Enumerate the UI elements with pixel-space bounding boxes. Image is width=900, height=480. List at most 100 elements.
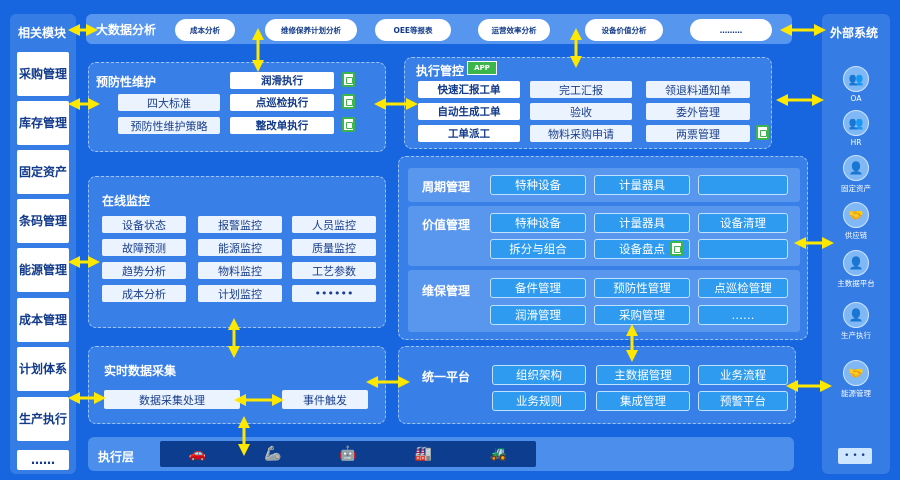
ext-fixed-assets[interactable]: 👤 固定资产	[835, 155, 877, 194]
preventive-strategy-button[interactable]: 预防性维护策略	[118, 117, 220, 134]
exec-title: 执行管控	[416, 64, 465, 78]
material-notice-button[interactable]: 领退料通知单	[646, 81, 750, 98]
mobile-app-icon	[342, 94, 355, 109]
monitor-energy-monitor[interactable]: 能源监控	[198, 239, 282, 256]
module-procurement[interactable]: 采购管理	[17, 52, 69, 96]
maint-patrol[interactable]: 点巡检管理	[698, 278, 788, 298]
maint-procurement[interactable]: 采购管理	[594, 305, 690, 325]
handshake-icon: 🤝	[843, 360, 869, 386]
cloud-oee-reports[interactable]: OEE等报表	[375, 19, 451, 41]
platform-panel	[398, 346, 796, 424]
preventive-title: 预防性维护	[96, 75, 157, 89]
monitor-device-status[interactable]: 设备状态	[102, 216, 186, 233]
platform-master-data[interactable]: 主数据管理	[596, 365, 690, 385]
material-purchase-button[interactable]: 物料采购申请	[530, 125, 632, 142]
monitor-plan-monitor[interactable]: 计划监控	[198, 285, 282, 302]
machine-icon: 🏭	[414, 446, 432, 462]
collect-panel	[88, 346, 386, 424]
cycle-empty-slot[interactable]	[698, 175, 788, 195]
app-badge: APP	[467, 61, 497, 75]
mobile-app-icon	[342, 117, 355, 132]
monitor-process-params[interactable]: 工艺参数	[292, 262, 376, 279]
module-planning[interactable]: 计划体系	[17, 347, 69, 391]
ext-fixed-assets-label: 固定资产	[841, 184, 871, 193]
event-trigger-button[interactable]: 事件触发	[282, 390, 368, 409]
four-standards-button[interactable]: 四大标准	[118, 94, 220, 111]
ext-master-data[interactable]: 👤主数据平台	[835, 250, 877, 289]
monitor-monitor-more[interactable]: ••••••	[292, 285, 376, 302]
ext-production[interactable]: 👤生产执行	[835, 302, 877, 341]
value-empty-slot[interactable]	[698, 239, 788, 259]
monitor-staff-monitor[interactable]: 人员监控	[292, 216, 376, 233]
ext-production-label: 生产执行	[841, 331, 871, 340]
car-icon: 🚗	[188, 446, 207, 462]
quick-report-order-button[interactable]: 快速汇报工单	[418, 81, 520, 98]
mobile-app-icon	[342, 72, 355, 87]
user-icon: 👤	[843, 155, 869, 181]
ext-more-button[interactable]: • • •	[838, 448, 872, 464]
cycle-metering[interactable]: 计量器具	[594, 175, 690, 195]
module-barcode[interactable]: 条码管理	[17, 199, 69, 243]
platform-integration[interactable]: 集成管理	[596, 391, 690, 411]
mobile-app-icon	[756, 125, 769, 140]
ext-hr-label: HR	[850, 138, 862, 147]
handshake-icon: 🤝	[843, 202, 869, 228]
lubrication-exec-button[interactable]: 润滑执行	[230, 72, 334, 89]
monitor-alarm-monitor[interactable]: 报警监控	[198, 216, 282, 233]
platform-rules[interactable]: 业务规则	[492, 391, 586, 411]
value-inventory-check[interactable]: 设备盘点	[594, 239, 690, 259]
cloud-asset-value[interactable]: 设备价值分析	[585, 19, 663, 41]
cloud-more[interactable]: ………	[690, 19, 772, 41]
module-cost[interactable]: 成本管理	[17, 298, 69, 342]
value-asset-cleanup[interactable]: 设备清理	[698, 213, 788, 233]
maint-lubrication[interactable]: 润滑管理	[490, 305, 586, 325]
completion-report-button[interactable]: 完工汇报	[530, 81, 632, 98]
bigdata-title: 大数据分析	[96, 23, 157, 37]
data-processing-button[interactable]: 数据采集处理	[104, 390, 240, 409]
ext-hr[interactable]: 👥HR	[835, 110, 877, 147]
robot-arm-icon: 🦾	[264, 446, 282, 462]
module-inventory[interactable]: 库存管理	[17, 101, 69, 145]
cloud-efficiency[interactable]: 运营效率分析	[478, 19, 550, 41]
module-energy[interactable]: 能源管理	[17, 248, 69, 292]
cloud-maintenance-plan[interactable]: 维修保养计划分析	[265, 19, 357, 41]
collect-title: 实时数据采集	[104, 364, 177, 378]
value-special-equipment[interactable]: 特种设备	[490, 213, 586, 233]
maint-preventive[interactable]: 预防性管理	[594, 278, 690, 298]
acceptance-button[interactable]: 验收	[530, 103, 632, 120]
value-split-combine[interactable]: 拆分与组合	[490, 239, 586, 259]
monitor-quality-monitor[interactable]: 质量监控	[292, 239, 376, 256]
module-fixed-assets[interactable]: 固定资产	[17, 150, 69, 194]
auto-order-button[interactable]: 自动生成工单	[418, 103, 520, 120]
monitor-cost-analysis[interactable]: 成本分析	[102, 285, 186, 302]
users-icon: 👥	[843, 66, 869, 92]
patrol-exec-button[interactable]: 点巡检执行	[230, 94, 334, 111]
value-title: 价值管理	[422, 218, 471, 232]
outsourcing-button[interactable]: 委外管理	[646, 103, 750, 120]
module-more[interactable]: ……	[17, 450, 69, 470]
monitor-material-monitor[interactable]: 物料监控	[198, 262, 282, 279]
value-metering[interactable]: 计量器具	[594, 213, 690, 233]
platform-org[interactable]: 组织架构	[492, 365, 586, 385]
maint-spare-parts[interactable]: 备件管理	[490, 278, 586, 298]
excavator-icon: 🚜	[489, 446, 508, 462]
ext-supply-chain[interactable]: 🤝供应链	[835, 202, 877, 241]
dispatch-button[interactable]: 工单派工	[418, 125, 520, 142]
mobile-app-icon	[670, 241, 683, 256]
two-tickets-button[interactable]: 两票管理	[646, 125, 750, 142]
ext-oa[interactable]: 👥OA	[835, 66, 877, 103]
cloud-cost-analysis[interactable]: 成本分析	[175, 19, 235, 41]
module-production[interactable]: 生产执行	[17, 397, 69, 441]
maint-title: 维保管理	[422, 284, 471, 298]
exec-layer-title: 执行层	[98, 450, 135, 464]
platform-workflow[interactable]: 业务流程	[698, 365, 788, 385]
platform-alerts[interactable]: 预警平台	[698, 391, 788, 411]
ext-energy[interactable]: 🤝 能源管理	[835, 360, 877, 399]
rectification-exec-button[interactable]: 整改单执行	[230, 117, 334, 134]
robot-icon: 🤖	[339, 446, 357, 462]
monitor-fault-prediction[interactable]: 故障预测	[102, 239, 186, 256]
cycle-special-equipment[interactable]: 特种设备	[490, 175, 586, 195]
ext-energy-label: 能源管理	[841, 389, 871, 398]
maint-more[interactable]: ……	[698, 305, 788, 325]
monitor-trend-analysis[interactable]: 趋势分析	[102, 262, 186, 279]
